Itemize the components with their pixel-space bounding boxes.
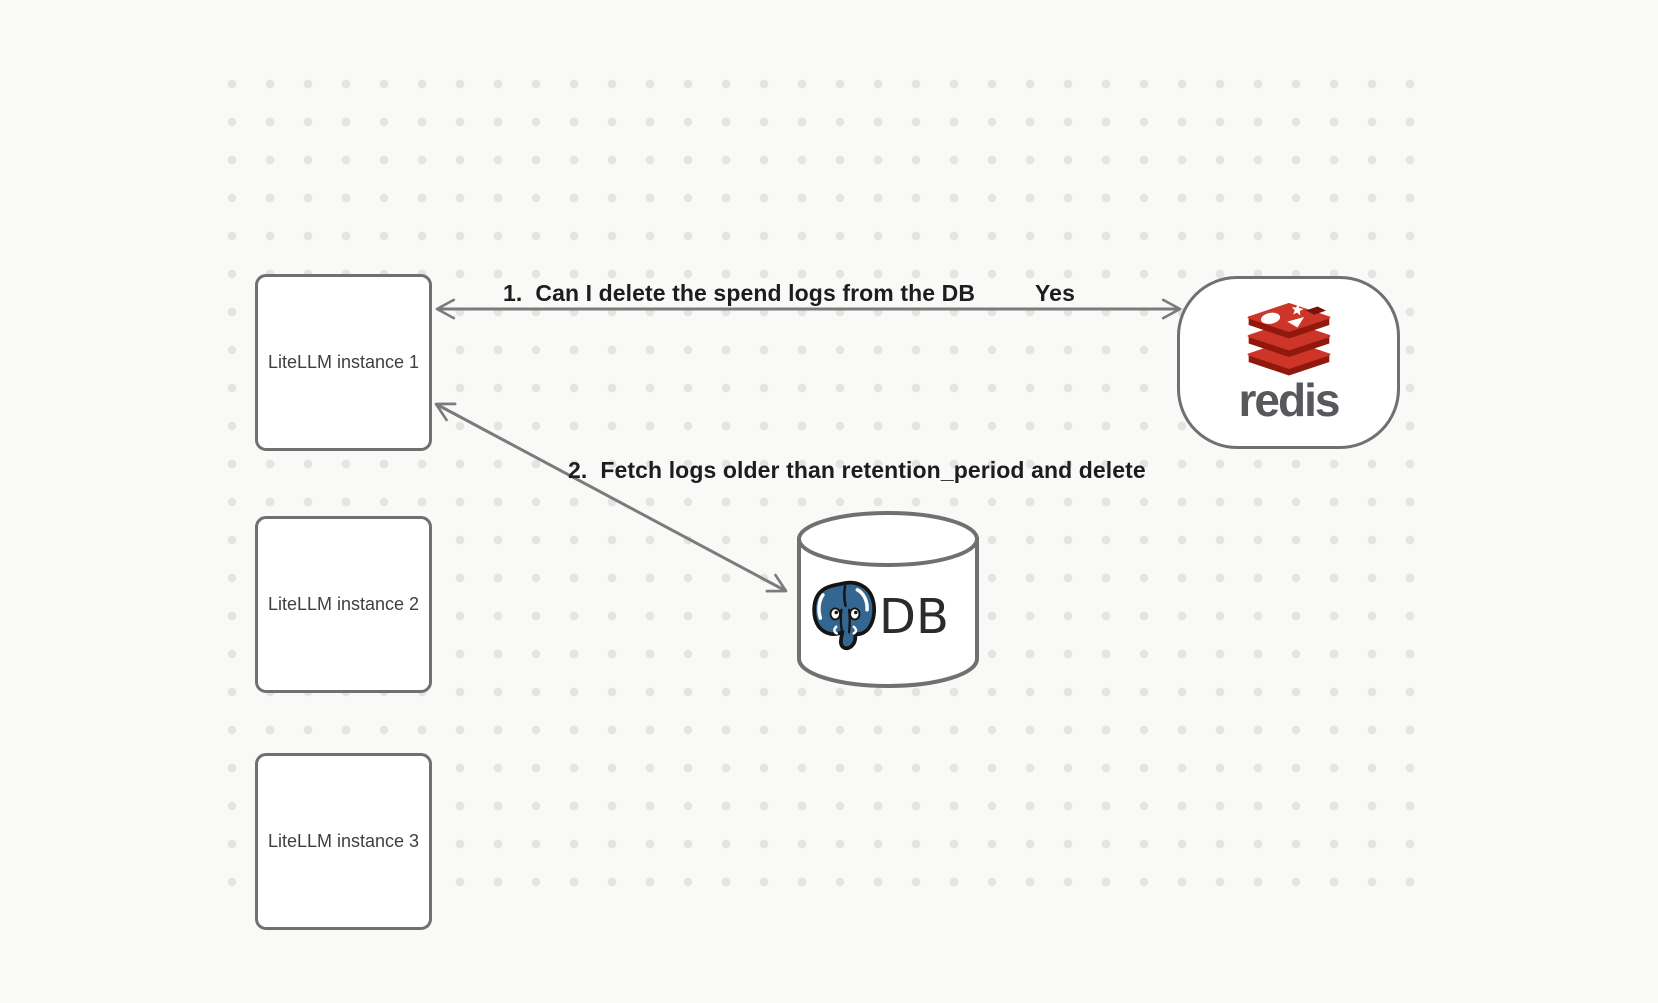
node-litellm-instance-3-label: LiteLLM instance 3 [267,831,420,851]
postgresql-elephant-icon [812,580,877,651]
edge-label-redis-reply: Yes [1035,280,1075,306]
db-label: DB [879,589,949,645]
node-litellm-instance-2[interactable]: LiteLLM instance 2 [255,516,432,693]
node-redis[interactable]: redis [1177,276,1400,449]
edge-db-fetch-arrow[interactable] [434,402,788,593]
redis-wordmark: redis [1238,374,1341,426]
node-litellm-instance-1-label: LiteLLM instance 1 [267,352,420,372]
node-litellm-instance-2-label: LiteLLM instance 2 [267,594,420,614]
edge-label-db-fetch: 2. Fetch logs older than retention_perio… [568,457,1146,483]
node-litellm-instance-1[interactable]: LiteLLM instance 1 [255,274,432,451]
edge-label-redis-query: 1. Can I delete the spend logs from the … [503,280,976,306]
redis-logo-icon [1247,302,1330,376]
node-database[interactable]: DB [795,509,981,691]
node-litellm-instance-3[interactable]: LiteLLM instance 3 [255,753,432,930]
